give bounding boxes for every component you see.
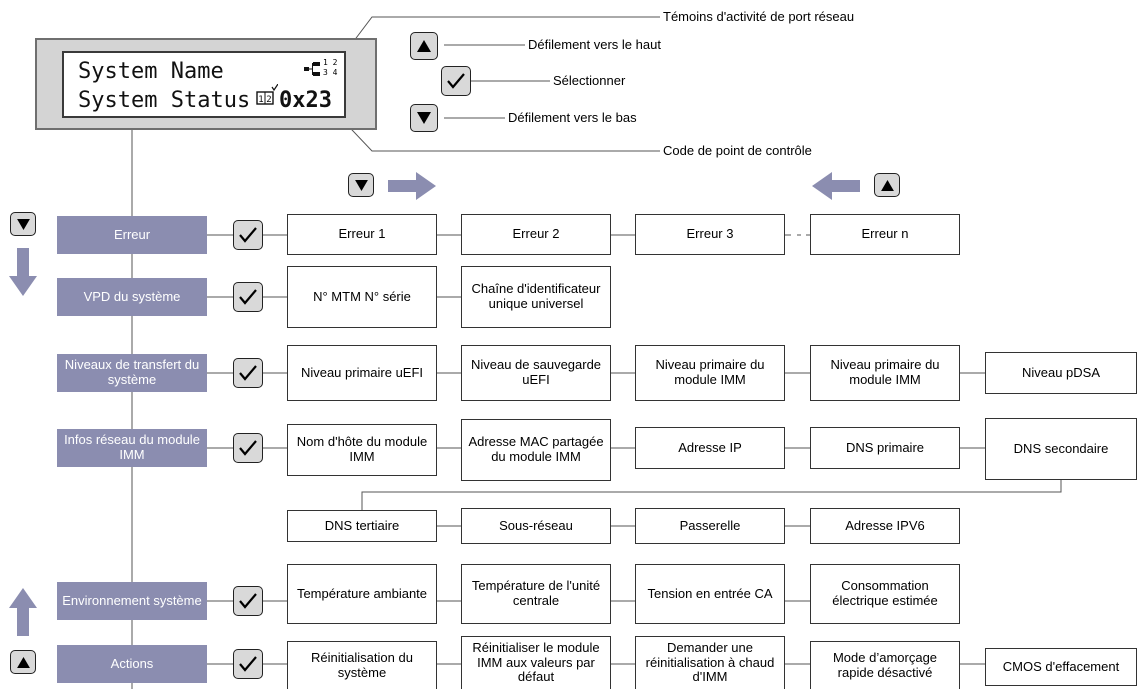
node-reinit-chaud-imm: Demander une réinitialisation à chaud d'… [635,636,785,689]
svg-text:2: 2 [266,95,271,105]
menu-item-vpd[interactable]: VPD du système [57,278,207,316]
checkmark-icon [239,656,257,672]
checkpoint-code-value: 0x23 [279,88,332,113]
arrow-left-icon [810,172,860,205]
node-passerelle: Passerelle [635,508,785,544]
node-reinit-systeme: Réinitialisation du système [287,641,437,689]
node-dns-secondaire: DNS secondaire [985,418,1137,480]
arrow-up-icon [9,586,37,641]
node-erreur-1: Erreur 1 [287,214,437,255]
callout-checkpoint-code: Code de point de contrôle [663,143,812,158]
node-nom-hote: Nom d'hôte du module IMM [287,424,437,476]
menu-scroll-down-button[interactable] [10,212,36,236]
node-niveau-pdsa: Niveau pDSA [985,352,1137,394]
node-erreur-3: Erreur 3 [635,214,785,255]
arrow-right-icon [388,172,438,205]
triangle-up-icon [417,40,431,52]
menu-item-erreur[interactable]: Erreur [57,216,207,254]
select-erreur-button[interactable] [233,220,263,250]
node-vpd-mtm: N° MTM N° série [287,266,437,328]
callout-select: Sélectionner [553,73,626,88]
node-niveau-imm-1: Niveau primaire du module IMM [635,345,785,401]
network-port-icon [303,60,321,83]
node-sous-reseau: Sous-réseau [461,508,611,544]
svg-text:1: 1 [258,95,263,105]
checkmark-icon [239,440,257,456]
node-adresse-mac: Adresse MAC partagée du module IMM [461,419,611,481]
node-erreur-2: Erreur 2 [461,214,611,255]
node-adresse-ipv6: Adresse IPV6 [810,508,960,544]
menu-scroll-up-button[interactable] [10,650,36,674]
node-temperature-ambiante: Température ambiante [287,564,437,624]
callout-scroll-up: Défilement vers le haut [528,37,661,52]
menu-item-infos-reseau[interactable]: Infos réseau du module IMM [57,429,207,467]
node-reinit-imm: Réinitialiser le module IMM aux valeurs … [461,636,611,689]
triangle-up-icon [880,179,894,191]
node-adresse-ip: Adresse IP [635,427,785,469]
checkmark-icon [239,289,257,305]
checkmark-icon [239,593,257,609]
select-niveaux-button[interactable] [233,358,263,388]
checkmark-icon [447,73,465,89]
scroll-left-up-button[interactable] [874,173,900,197]
scroll-up-button[interactable] [410,32,438,60]
node-consommation: Consommation électrique estimée [810,564,960,624]
lcd-line-system-name: System Name [78,59,224,84]
node-vpd-uuid: Chaîne d'identificateur unique universel [461,266,611,328]
menu-item-actions[interactable]: Actions [57,645,207,683]
node-mode-amorcage: Mode d’amorçage rapide désactivé [810,641,960,689]
port-digits: 1 2 3 4 [323,58,338,77]
scroll-right-down-button[interactable] [348,173,374,197]
scroll-down-button[interactable] [410,104,438,132]
checkmark-icon [239,365,257,381]
checkmark-icon [239,227,257,243]
select-vpd-button[interactable] [233,282,263,312]
menu-item-environnement[interactable]: Environnement système [57,582,207,620]
select-env-button[interactable] [233,586,263,616]
node-dns-tertiaire: DNS tertiaire [287,510,437,542]
triangle-down-icon [417,112,431,124]
mini-display-icon: 1 2 [256,83,279,111]
triangle-down-icon [16,218,30,230]
node-cmos: CMOS d'effacement [985,648,1137,686]
node-temperature-uc: Température de l'unité centrale [461,564,611,624]
select-button[interactable] [441,66,471,96]
menu-item-niveaux[interactable]: Niveaux de transfert du système [57,354,207,392]
node-tension-ca: Tension en entrée CA [635,564,785,624]
arrow-down-icon [9,248,37,303]
callout-network-activity: Témoins d'activité de port réseau [663,9,855,24]
triangle-down-icon [354,179,368,191]
node-dns-primaire: DNS primaire [810,427,960,469]
node-niveau-uefi: Niveau primaire uEFI [287,345,437,401]
callout-scroll-down: Défilement vers le bas [508,110,637,125]
node-niveau-sauvegarde-uefi: Niveau de sauvegarde uEFI [461,345,611,401]
lcd-screen [62,51,346,118]
triangle-up-icon [16,656,30,668]
node-erreur-n: Erreur n [810,214,960,255]
lcd-line-system-status: System Status [78,88,251,113]
select-infos-button[interactable] [233,433,263,463]
node-niveau-imm-2: Niveau primaire du module IMM [810,345,960,401]
select-actions-button[interactable] [233,649,263,679]
